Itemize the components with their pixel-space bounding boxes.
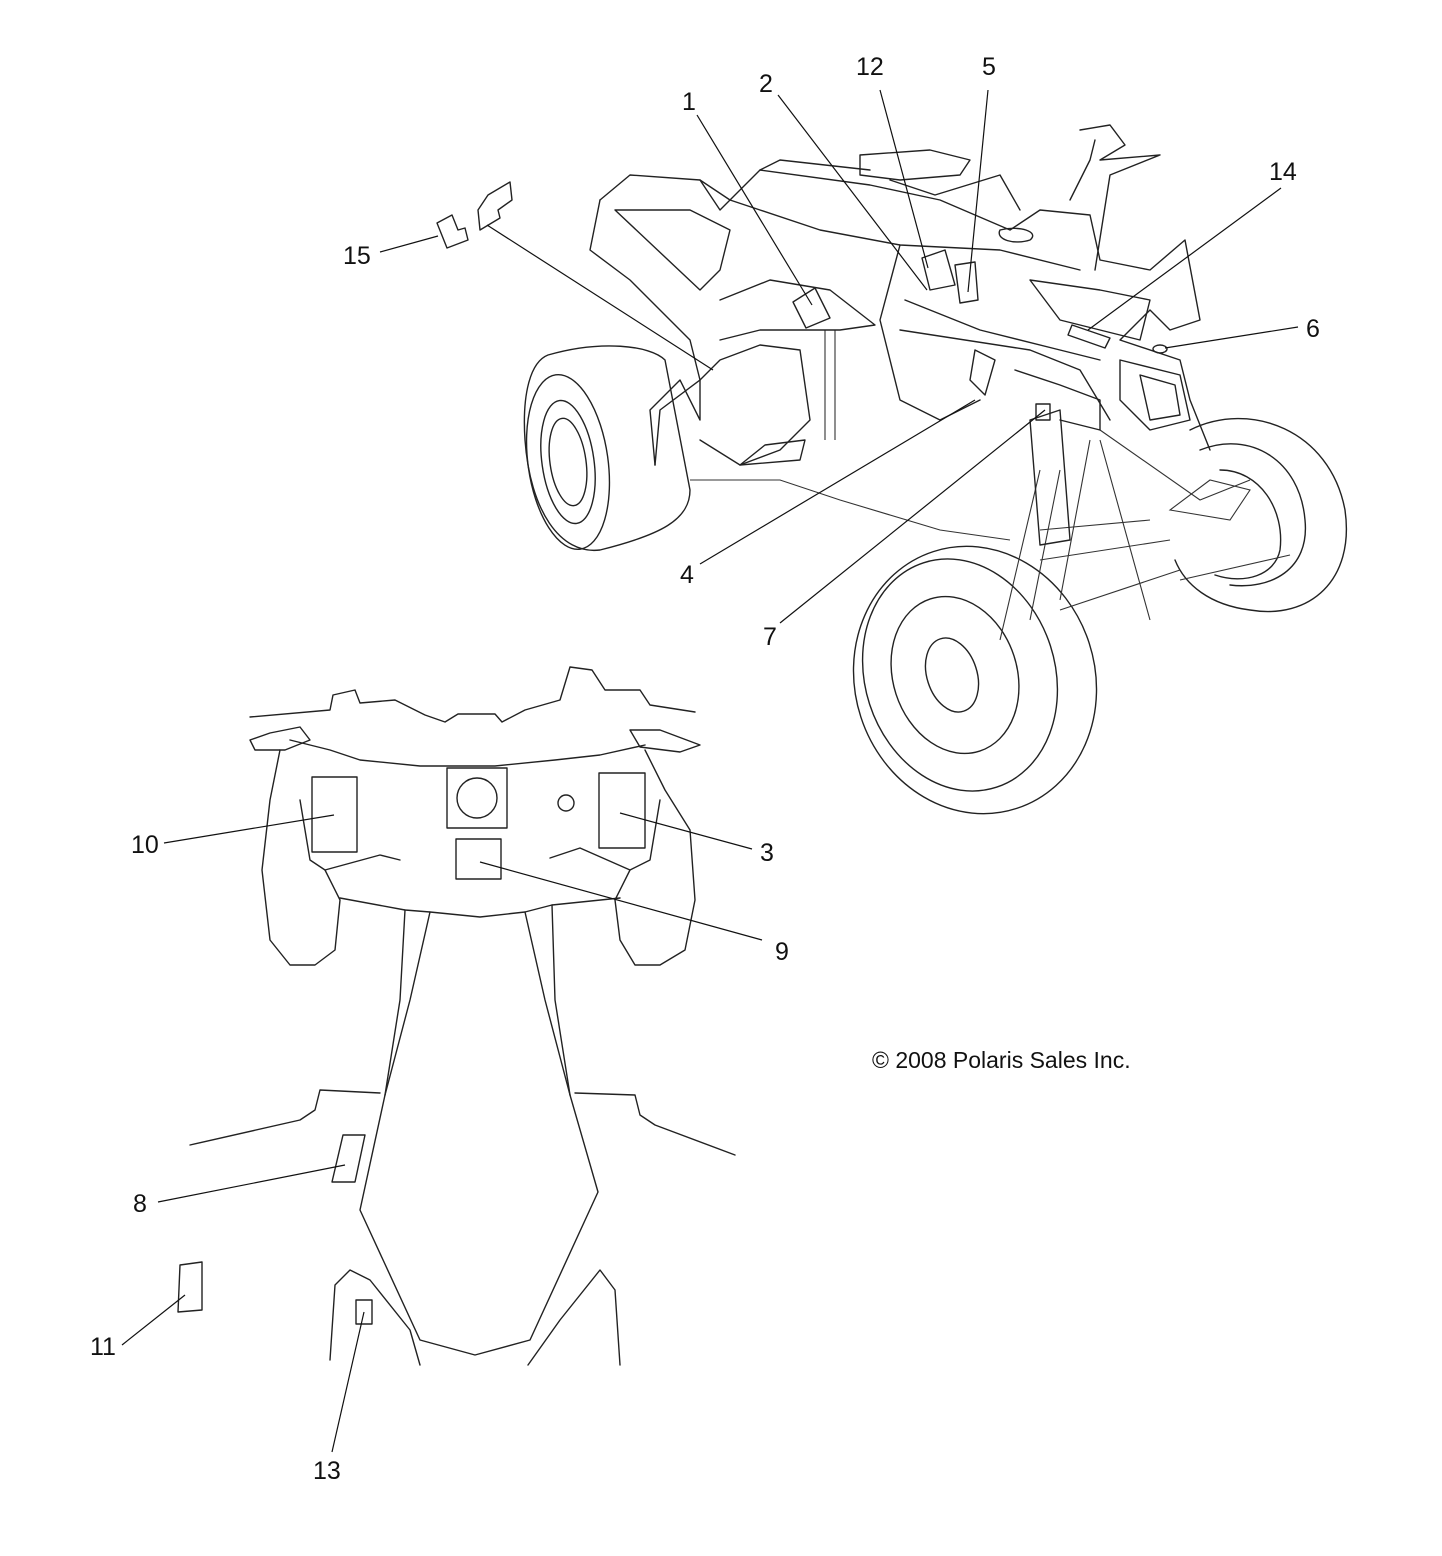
gauge-panel (446, 767, 508, 829)
callout-7: 7 (763, 623, 777, 651)
callout-labels: 1 2 12 5 14 6 15 4 7 10 3 9 8 11 13 (90, 53, 1320, 1485)
decal-12-shape (921, 249, 956, 291)
callout-11: 11 (90, 1333, 116, 1361)
callout-6: 6 (1306, 315, 1320, 343)
decal-5-shape (954, 261, 979, 304)
decal-8-shape (331, 1134, 366, 1183)
callout-1: 1 (682, 88, 696, 116)
decal-6-shape (1152, 344, 1168, 354)
decal-3-shape (598, 772, 646, 849)
callout-9: 9 (775, 938, 789, 966)
ignition-hole (557, 794, 575, 812)
front-wheel-lower (852, 545, 1098, 815)
decal-10-shape (311, 776, 358, 853)
decal-1-shape (792, 287, 831, 329)
callout-5: 5 (982, 53, 996, 81)
decal-15-pieces (436, 181, 513, 249)
decal-13-shape (355, 1299, 373, 1325)
callout-14: 14 (1269, 158, 1297, 186)
callout-10: 10 (131, 831, 159, 859)
decal-14-shape (1067, 324, 1111, 349)
rear-wheel (523, 345, 691, 551)
decal-11-shape (177, 1261, 203, 1313)
callout-3: 3 (760, 839, 774, 867)
gauge-dial (456, 777, 498, 819)
copyright-notice: © 2008 Polaris Sales Inc. (872, 1047, 1131, 1073)
decal-9-shape (455, 838, 502, 880)
callout-13: 13 (313, 1457, 341, 1485)
callout-12: 12 (856, 53, 884, 81)
atv-frame (690, 330, 1291, 641)
callout-2: 2 (759, 70, 773, 98)
atv-body (589, 124, 1211, 466)
leader-lines (121, 89, 1299, 1453)
callout-8: 8 (133, 1190, 147, 1218)
atv-decals (792, 249, 1168, 421)
atv-illustration (523, 124, 1348, 815)
body-top-view (177, 666, 736, 1366)
decal-7-shape (1035, 403, 1051, 421)
callout-4: 4 (680, 561, 694, 589)
callout-15: 15 (343, 242, 371, 270)
front-wheel-upper (1174, 417, 1348, 613)
